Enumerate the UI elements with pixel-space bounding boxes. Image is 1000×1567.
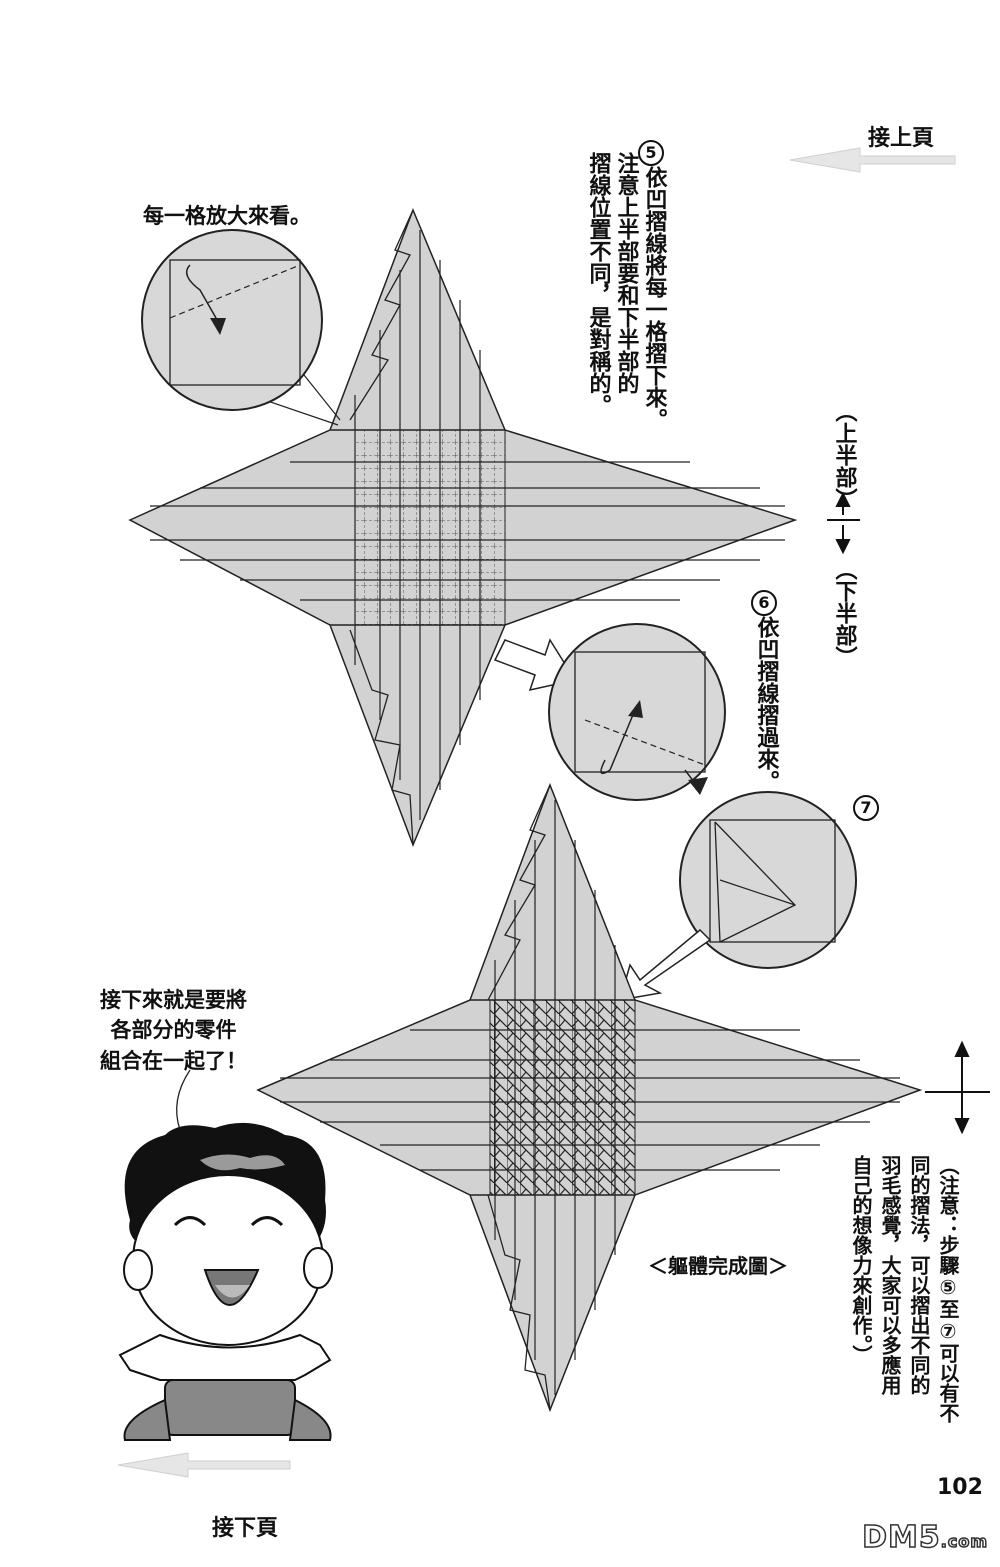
zoom-circle-step5 bbox=[141, 229, 341, 426]
cross-arrows-icon bbox=[925, 1040, 990, 1135]
step6-number: 6 bbox=[758, 593, 770, 612]
zoom-circle-step6 bbox=[548, 623, 726, 801]
watermark-logo: DM5.com bbox=[861, 1519, 988, 1556]
step5-text-line3: 摺線位置不同，是對稱的。 bbox=[585, 152, 611, 416]
arrow-left-icon-top bbox=[789, 147, 956, 173]
next-page-label: 接下頁 bbox=[212, 1516, 279, 1541]
speech-line-2: 各部分的零件 bbox=[110, 1018, 237, 1043]
note-line-4: 自己的想像力來創作。） bbox=[849, 1155, 873, 1365]
watermark-suffix: .com bbox=[940, 1531, 988, 1552]
note-line-2: 同的摺法，可以摺出不同的 bbox=[907, 1155, 931, 1395]
arrow-left-icon-bottom bbox=[117, 1452, 291, 1478]
step6-text: 依凹摺線摺過來。 bbox=[753, 616, 779, 792]
arrow-to-figure2-icon bbox=[618, 928, 712, 1001]
star-figure-finished bbox=[256, 782, 923, 1413]
prev-page-label: 接上頁 bbox=[868, 126, 935, 151]
zoom-circle-step7 bbox=[679, 791, 857, 969]
step5-number-badge: 5 bbox=[638, 140, 664, 166]
note-line-1: （注意：步驟⑤至⑦可以有不 bbox=[936, 1155, 960, 1423]
speech-tail bbox=[176, 1069, 191, 1131]
zoom-caption: 每一格放大來看。 bbox=[143, 204, 311, 228]
watermark-brand: DM5 bbox=[861, 1519, 941, 1556]
page-number: 102 bbox=[937, 1475, 983, 1500]
step5-text-line1: 依凹摺線將每一格摺下來。 bbox=[641, 166, 667, 430]
step7-number: 7 bbox=[860, 798, 872, 817]
lower-half-label: （下半部） bbox=[831, 558, 857, 668]
finished-caption: ＜軀體完成圖＞ bbox=[648, 1254, 788, 1278]
boy-character bbox=[118, 1122, 333, 1441]
speech-text: 接下來就是要將 各部分的零件 組合在一起了！ bbox=[100, 985, 247, 1076]
upper-half-label: （上半部） bbox=[831, 400, 857, 510]
step7-number-badge: 7 bbox=[853, 795, 879, 821]
speech-line-1: 接下來就是要將 bbox=[100, 988, 247, 1012]
star-figure-step5 bbox=[128, 207, 798, 848]
step5-number: 5 bbox=[645, 143, 657, 162]
up-down-arrows-icon bbox=[827, 491, 860, 555]
step5-text-line2: 注意上半部要和下半部的 bbox=[613, 152, 639, 394]
note-line-3: 羽毛感覺，大家可以多應用 bbox=[878, 1155, 902, 1395]
step6-number-badge: 6 bbox=[751, 590, 777, 616]
speech-line-3: 組合在一起了！ bbox=[100, 1048, 247, 1073]
